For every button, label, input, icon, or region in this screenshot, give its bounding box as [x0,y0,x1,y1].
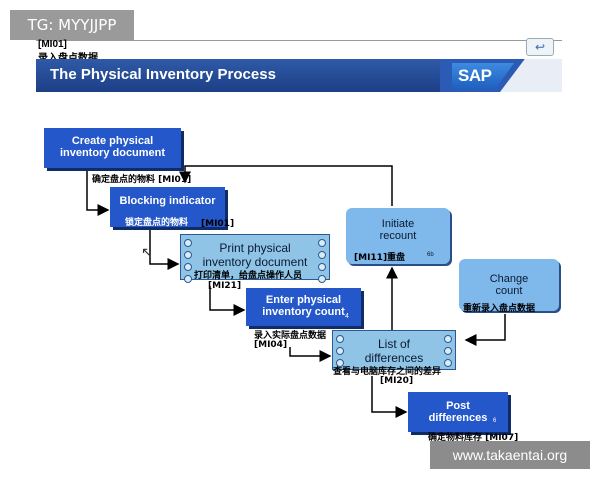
step-change-line2: count [495,285,523,297]
step-print-code: [MI21] [208,281,242,291]
step-enter-code: [MI04] [254,340,288,350]
return-arrow-icon[interactable]: ↩ [526,38,554,56]
sap-logo: SAP [452,63,514,89]
step-change-line1: Change [489,273,529,285]
step-blocking-caption: 锁定盘点的物料 [125,218,189,228]
step-blocking-indicator[interactable]: Blocking indicator [110,187,225,227]
step-post-line2: differences [428,412,488,424]
slide-transaction-caption: 录入盘点数据 [38,49,98,64]
step-blocking-code: [MI01] [201,219,235,229]
step-list-of-differences[interactable]: List of differences [332,330,456,370]
step-create-caption: 确定盘点的物料 [MI01] [92,175,192,185]
step-list-line2: differences [364,351,424,365]
channel-badge: TG: MYYJJPP [10,10,134,40]
step-enter-number: 4 [345,313,349,320]
step-initiate-code: [MI11]重盘 [354,253,406,263]
connector-print-enter [209,286,246,316]
step-post-caption: 确定物料库存 [MI07] [428,433,519,443]
step-list-code: [MI20] [380,376,414,386]
step-initiate-line2: recount [379,230,417,242]
connector-change-list [464,314,506,346]
connector-create-blocking [86,168,110,216]
step-list-line1: List of [377,337,410,351]
step-change-count[interactable]: Change count [459,259,559,311]
step-enter-caption: 录入实际盘点数据 [254,331,327,341]
step-enter-line1: Enter physical [265,294,342,306]
step-create-line2: inventory document [59,147,166,159]
step-change-caption: 重新录入盘点数据 [463,304,536,314]
page-title: The Physical Inventory Process [50,66,276,83]
step-print-line1: Print physical [219,241,291,255]
step-enter-line2: inventory count [262,306,345,318]
mouse-cursor-icon: ↖ [141,244,153,260]
step-post-differences[interactable]: Post differences [408,392,508,432]
step-initiate-line1: Initiate [381,218,415,230]
step-print-line2: inventory document [202,255,308,269]
step-post-number: 6 [493,418,497,424]
step-initiate-number: 6b [427,252,434,258]
step-list-caption: 查看与电脑库存之间的差异 [333,367,442,377]
step-initiate-recount[interactable]: Initiate recount [346,208,450,264]
title-bar [36,59,456,92]
step-enter-inventory-count[interactable]: Enter physical inventory count [246,288,361,326]
slide-transaction-code: [MI01] [38,39,67,50]
step-create-line1: Create physical [71,135,154,147]
top-divider [36,40,562,41]
connector-list-post [371,376,408,418]
connector-enter-list [289,347,332,362]
step-post-line1: Post [446,400,470,412]
step-create-inventory-document[interactable]: Create physical inventory document [44,128,181,168]
connector-initiate-blocking [179,165,393,206]
step-print-caption: 打印清单，给盘点操作人员 [194,271,303,281]
step-print-inventory-document[interactable]: Print physical inventory document [180,234,330,283]
connector-blocking-print [149,228,180,270]
step-blocking-line1: Blocking indicator [119,195,216,207]
site-watermark: www.takaentai.org [430,441,590,469]
